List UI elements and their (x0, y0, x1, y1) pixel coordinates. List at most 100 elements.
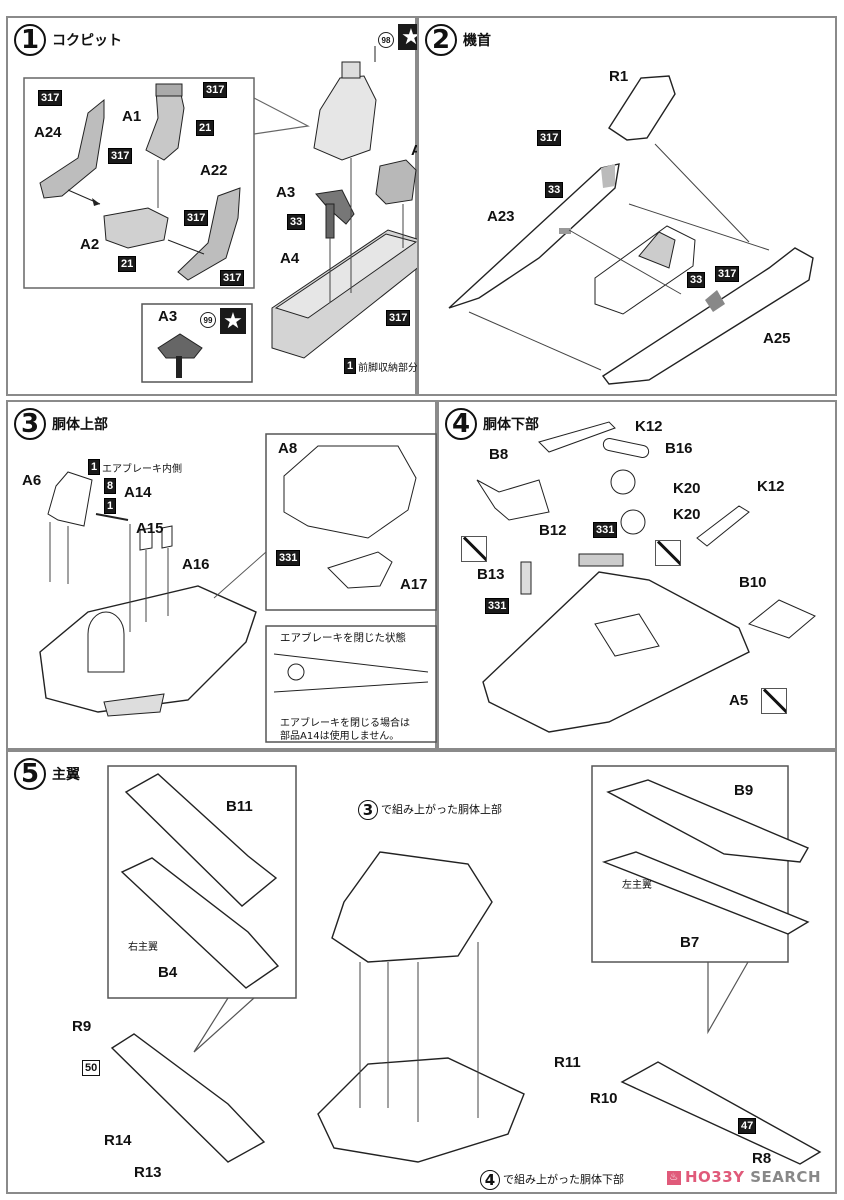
part-label-a4: A4 (280, 250, 300, 267)
note-airbrake-inner: エアブレーキ内側 (102, 464, 182, 475)
part-label-a15: A15 (136, 520, 164, 537)
no-glue-icon (461, 536, 487, 562)
part-label-b4: B4 (158, 964, 178, 981)
part-label-a25: A25 (763, 330, 791, 347)
nose-diagram (448, 75, 814, 385)
no-glue-icon (761, 688, 787, 714)
part-label-r14: R14 (104, 1132, 132, 1149)
step-3-header: 3 胴体上部 (14, 408, 108, 440)
step-title: 胴体下部 (483, 417, 539, 433)
paint-code: 331 (593, 522, 618, 538)
lower-fuselage-diagram (476, 421, 816, 733)
part-label-r1: R1 (609, 68, 629, 85)
paint-code: 21 (118, 256, 137, 272)
star-icon: ★ (220, 308, 246, 334)
decal-number: 99 (200, 312, 216, 328)
step-4-panel: 4 胴体下部 K12 B16 B8 K20 K20 K12 B12 331 B1… (437, 400, 837, 750)
no-glue-icon (655, 540, 681, 566)
part-label-r10: R10 (590, 1090, 618, 1107)
closed-airbrake-note-2: 部品A14は使用しません。 (280, 731, 400, 742)
paint-code: 317 (220, 270, 245, 286)
part-label-b16: B16 (665, 440, 693, 457)
paint-code: 1 (344, 358, 357, 374)
step-ref-number: 4 (480, 1170, 500, 1190)
step-number: 2 (425, 24, 457, 56)
part-label-b7: B7 (680, 934, 700, 951)
flame-icon: ♨ (666, 1170, 681, 1185)
step-1-header: 1 コクピット (14, 24, 122, 56)
paint-code: 317 (38, 90, 63, 106)
ref-upper-text: で組み上がった胴体上部 (381, 803, 502, 816)
part-label-b11: B11 (226, 798, 253, 815)
step-number: 5 (14, 758, 46, 790)
step-number: 1 (14, 24, 46, 56)
step-title: 主翼 (52, 767, 80, 783)
left-wing-label: 左主翼 (622, 880, 652, 891)
paint-code: 8 (104, 478, 117, 494)
paint-code: 21 (196, 120, 215, 136)
part-label-a5: A5 (729, 692, 749, 709)
part-label-a24: A24 (34, 124, 62, 141)
part-label-r8: R8 (752, 1150, 772, 1167)
paint-code: 33 (687, 272, 706, 288)
paint-code: 50 (82, 1060, 101, 1076)
step-2-panel: 2 機首 R1 A23 A25 317 33 33 317 (417, 16, 837, 396)
paint-code: 47 (738, 1118, 757, 1134)
paint-code: 317 (203, 82, 228, 98)
paint-code: 33 (545, 182, 564, 198)
paint-code: 1 (104, 498, 117, 514)
part-label-a16: A16 (182, 556, 210, 573)
step-ref-number: 3 (358, 800, 378, 820)
part-label-a3-inset: A3 (158, 308, 178, 325)
paint-code: 317 (108, 148, 133, 164)
part-label-a23: A23 (487, 208, 515, 225)
ref-lower-text: で組み上がった胴体下部 (503, 1173, 624, 1186)
cockpit-diagram (23, 46, 419, 383)
step-1-panel: 1 コクピット A24 A (6, 16, 439, 396)
paint-code: 317 (537, 130, 562, 146)
step-3-panel: 3 胴体上部 1 エアブレーキ内側 A6 8 A14 1 A15 A16 A8 … (6, 400, 437, 750)
paint-code: 331 (485, 598, 510, 614)
part-label-r13: R13 (134, 1164, 162, 1181)
part-label-a1: A1 (122, 108, 142, 125)
paint-code: 1 (88, 459, 101, 475)
paint-code: 317 (184, 210, 209, 226)
part-label-k20: K20 (673, 506, 701, 523)
step-number: 3 (14, 408, 46, 440)
right-wing-label: 右主翼 (128, 942, 158, 953)
paint-code: 331 (276, 550, 301, 566)
part-label-b9: B9 (734, 782, 754, 799)
step-2-header: 2 機首 (425, 24, 491, 56)
step-number: 4 (445, 408, 477, 440)
part-label-b13: B13 (477, 566, 505, 583)
part-label-r9: R9 (72, 1018, 92, 1035)
note-front-gear-bay: 前脚収納部分 (358, 363, 418, 374)
decal-number: 98 (378, 32, 394, 48)
main-wing-diagram (107, 765, 822, 1165)
part-label-a2: A2 (80, 236, 100, 253)
step-title: 胴体上部 (52, 417, 108, 433)
part-label-r11: R11 (554, 1054, 581, 1071)
step-title: コクピット (52, 33, 122, 49)
part-label-a17: A17 (400, 576, 428, 593)
watermark: ♨HO33Y SEARCH (666, 1168, 821, 1186)
paint-code: 317 (386, 310, 411, 326)
upper-fuselage-diagram (39, 433, 437, 743)
paint-code: 317 (715, 266, 740, 282)
part-label-a6: A6 (22, 472, 42, 489)
part-label-k12: K12 (757, 478, 785, 495)
part-label-b10: B10 (739, 574, 767, 591)
step-title: 機首 (463, 33, 491, 49)
step-4-header: 4 胴体下部 (445, 408, 539, 440)
closed-airbrake-title: エアブレーキを閉じた状態 (280, 632, 406, 644)
paint-code: 33 (287, 214, 306, 230)
part-label-b12: B12 (539, 522, 567, 539)
part-label-a14: A14 (124, 484, 152, 501)
part-label-b8: B8 (489, 446, 509, 463)
part-label-a22: A22 (200, 162, 228, 179)
part-label-k20: K20 (673, 480, 701, 497)
closed-airbrake-note-1: エアブレーキを閉じる場合は (280, 718, 410, 729)
